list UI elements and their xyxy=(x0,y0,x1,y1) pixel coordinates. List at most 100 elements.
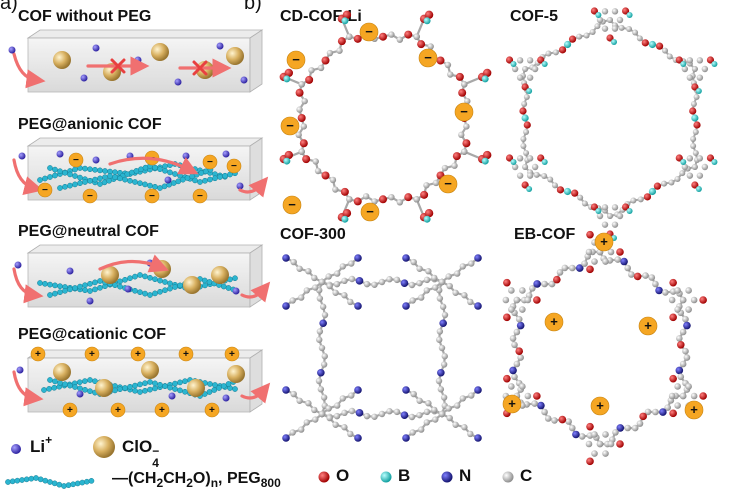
atom xyxy=(581,200,588,207)
atom xyxy=(337,37,346,46)
legend-li-sup: + xyxy=(45,433,53,447)
li-ion xyxy=(222,150,230,158)
carbon-atom xyxy=(685,383,692,390)
carbon-atom xyxy=(696,172,704,179)
atom xyxy=(522,66,529,72)
atom xyxy=(612,429,619,436)
peg-bead xyxy=(167,384,173,391)
atom xyxy=(556,269,564,276)
oxygen-atom xyxy=(616,248,624,256)
oxygen-atom xyxy=(533,392,541,400)
peg-bead xyxy=(5,479,11,485)
peg-bead xyxy=(92,286,98,293)
boron-atom xyxy=(695,186,702,192)
atom xyxy=(462,139,471,148)
peg-bead xyxy=(107,173,113,179)
atom xyxy=(326,49,334,57)
charge-sign: − xyxy=(288,197,296,212)
atom xyxy=(459,263,467,270)
boron-atom xyxy=(680,159,687,165)
atom xyxy=(321,311,329,319)
legend-clo4-sub: 4 xyxy=(152,456,159,470)
atom xyxy=(679,170,686,177)
atom xyxy=(333,412,341,420)
atom xyxy=(440,394,448,401)
atom xyxy=(347,298,354,306)
charge-sign: − xyxy=(460,104,468,119)
atom xyxy=(316,295,324,302)
charge-sign: + xyxy=(229,349,235,360)
atom xyxy=(690,101,697,107)
atom xyxy=(668,179,675,186)
atom xyxy=(346,196,353,203)
atom xyxy=(314,167,322,175)
peg-bead xyxy=(9,478,16,485)
peg-bead xyxy=(41,387,47,393)
atom xyxy=(423,419,431,426)
oxygen-atom xyxy=(616,440,624,448)
clo4-ion xyxy=(141,361,159,379)
atom xyxy=(689,107,697,115)
li-ion xyxy=(92,44,100,52)
clo4-ion xyxy=(53,363,71,381)
atom xyxy=(461,292,468,299)
atom xyxy=(568,424,576,432)
atom xyxy=(563,40,572,49)
peg-bead xyxy=(225,285,232,291)
panel-letter-b: b) xyxy=(244,0,262,14)
atom xyxy=(642,272,649,279)
atom xyxy=(541,408,548,416)
atom xyxy=(547,176,554,183)
atom xyxy=(320,394,328,401)
li-ion xyxy=(80,74,88,82)
oxygen-atom xyxy=(669,409,677,418)
atom xyxy=(362,193,370,200)
oxygen-atom xyxy=(482,150,492,160)
atom xyxy=(348,407,356,415)
atom xyxy=(318,410,326,418)
li-ion xyxy=(182,152,190,160)
peg-bead xyxy=(76,379,83,386)
atom xyxy=(326,414,333,422)
atom xyxy=(417,294,425,301)
peg-bead xyxy=(201,277,208,284)
peg-bead xyxy=(177,379,183,386)
atom xyxy=(420,190,429,199)
block-cross xyxy=(110,58,126,74)
peg-bead xyxy=(82,287,88,294)
charge-sign: + xyxy=(209,405,215,416)
peg-bead xyxy=(52,166,58,173)
atom xyxy=(674,175,681,182)
oxygen-atom xyxy=(537,154,545,162)
atom xyxy=(393,408,401,416)
atom xyxy=(683,321,691,330)
atom xyxy=(341,424,348,431)
atom xyxy=(303,419,311,426)
atom xyxy=(445,273,452,280)
atom xyxy=(513,296,521,304)
atom xyxy=(354,254,362,262)
anion-charge: − xyxy=(82,188,98,204)
clo4-ion xyxy=(151,43,169,61)
li-ion xyxy=(164,176,172,184)
peg-bead xyxy=(37,177,43,183)
peg-bead xyxy=(77,174,83,181)
peg-bead xyxy=(62,381,68,388)
peg-bead xyxy=(33,475,39,481)
peg-bead xyxy=(87,177,93,184)
legend-peg-c: O) xyxy=(192,470,211,487)
legend-n: N xyxy=(459,466,472,485)
carbon-atom xyxy=(591,431,598,438)
atom xyxy=(511,373,518,381)
atom xyxy=(589,28,596,35)
peg-chain xyxy=(57,166,214,191)
atom xyxy=(662,47,669,54)
charge-disc xyxy=(360,202,380,222)
peg-bead xyxy=(127,383,133,390)
peg-bead xyxy=(57,289,63,296)
peg-bead xyxy=(132,273,138,280)
atom xyxy=(416,411,423,419)
oxygen-atom xyxy=(521,181,529,189)
atom xyxy=(312,158,319,165)
atom xyxy=(400,279,409,287)
